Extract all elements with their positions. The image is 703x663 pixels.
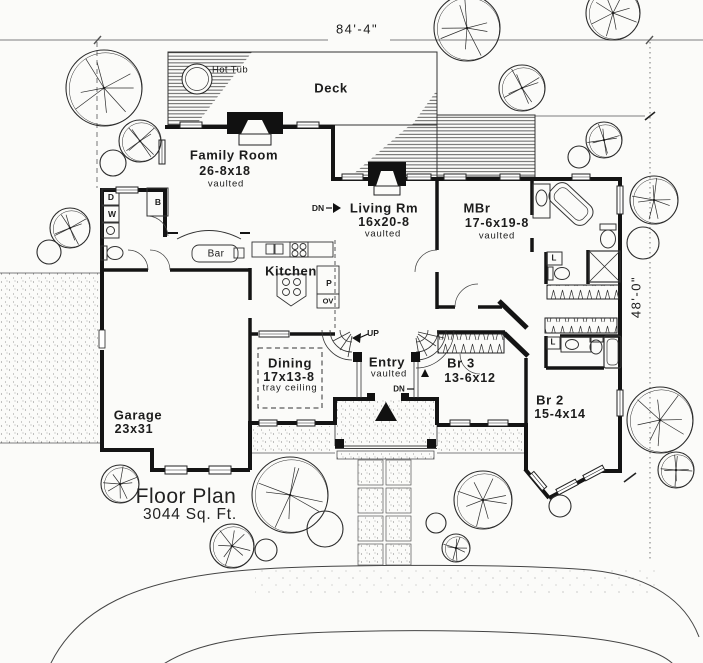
room-label-entry: Entry [368, 354, 406, 370]
room-size-master-bedroom: 17-6x19-8 [464, 216, 530, 230]
room-size-dining: 17x13-8 [263, 370, 315, 384]
plan-title: Floor Plan [135, 485, 237, 508]
room-label-bedroom-2: Br 2 [536, 392, 564, 408]
room-label-bar: Bar [207, 248, 225, 260]
room-label-family-room: Family Room [189, 147, 279, 163]
room-label-master-bedroom: MBr [463, 200, 491, 216]
down-label-entry: DN [393, 384, 405, 394]
hot-tub [181, 63, 213, 95]
laundry-fixtures [101, 187, 169, 239]
room-label-hot-tub: Hot Tub [211, 64, 249, 76]
deck [167, 51, 536, 178]
room-note-family-room: vaulted [207, 178, 245, 190]
entry-door-triangle [375, 369, 429, 421]
bar-counter [176, 230, 245, 263]
oven-label: OV [322, 296, 334, 306]
room-note-entry: vaulted [370, 368, 408, 380]
room-size-living-room: 16x20-8 [358, 215, 410, 229]
room-label-dining: Dining [267, 355, 313, 371]
direction-arrows [326, 203, 414, 390]
room-label-living-room: Living Rm [349, 200, 419, 216]
terrace-porch [249, 399, 527, 460]
walkway [357, 459, 412, 566]
stairs [321, 329, 455, 400]
walls-interior [100, 179, 622, 425]
room-label-bedroom-3: Br 3 [447, 355, 475, 371]
room-size-family-room: 26-8x18 [199, 164, 251, 178]
windows [115, 121, 624, 496]
driveway [0, 272, 100, 444]
room-size-bedroom-2: 15-4x14 [534, 407, 586, 421]
room-note-dining: tray ceiling [262, 382, 318, 394]
tray-ceiling-outline [257, 347, 323, 409]
hall-bath-fixtures [546, 335, 622, 369]
dryer-label: D [107, 192, 115, 202]
linen-label-master: L [551, 253, 557, 263]
trees [36, 0, 695, 569]
plan-area: 3044 Sq. Ft. [142, 506, 238, 523]
washer-label: W [107, 209, 117, 219]
closets [437, 284, 620, 354]
closet-b-label: B [154, 197, 162, 207]
room-size-bedroom-3: 13-6x12 [444, 371, 496, 385]
room-label-deck: Deck [314, 80, 348, 96]
kitchen-fixtures [251, 241, 340, 309]
powder-room-fixtures [100, 245, 149, 271]
master-bath-fixtures [532, 182, 621, 283]
linen-label-hall: L [550, 337, 556, 347]
room-note-living-room: vaulted [364, 228, 402, 240]
garage-service-door [98, 329, 106, 349]
width-dimension-label: 84'-4" [335, 21, 379, 37]
depth-dimension-label: 48'-0" [628, 275, 644, 319]
room-size-garage: 23x31 [114, 422, 154, 436]
street [50, 564, 700, 663]
room-note-master-bedroom: vaulted [478, 230, 516, 242]
door-arcs [147, 215, 481, 375]
room-label-kitchen: Kitchen [265, 263, 317, 279]
room-label-garage: Garage [113, 407, 163, 423]
down-label-living-room: DN [311, 203, 325, 213]
up-label: UP [367, 328, 379, 338]
site-lines [0, 35, 703, 562]
fireplaces [227, 112, 406, 196]
pantry-label: P [326, 278, 332, 288]
